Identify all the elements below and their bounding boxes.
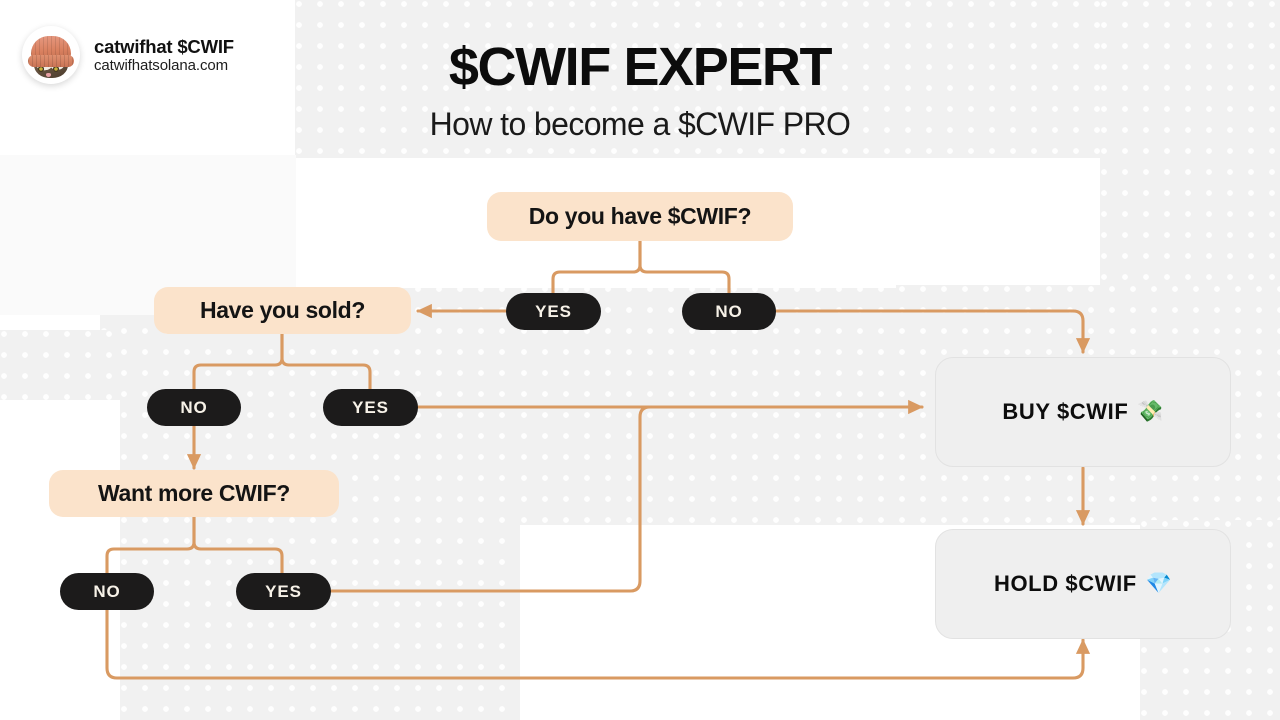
bg-texture-block xyxy=(1100,0,1280,330)
decision-label: Do you have $CWIF? xyxy=(528,203,752,229)
cat-with-beanie-avatar xyxy=(22,26,80,84)
badge-q2-no[interactable]: NO xyxy=(147,389,241,426)
decision-do-you-have-cwif[interactable]: Do you have $CWIF? xyxy=(487,192,793,241)
brand-text: catwifhat $CWIF catwifhatsolana.com xyxy=(94,36,234,75)
edge-q2-no xyxy=(192,332,284,391)
badge-label: NO xyxy=(93,581,121,601)
bg-texture-block xyxy=(295,0,1100,158)
badge-label: YES xyxy=(535,301,572,321)
outcome-label: HOLD $CWIF xyxy=(993,571,1137,596)
edge-q1-yes xyxy=(551,239,642,295)
edge-q2-yes xyxy=(280,332,372,391)
outcome-hold-cwif[interactable]: HOLD $CWIF 💎 xyxy=(935,529,1231,639)
beanie-brim xyxy=(28,55,74,67)
outcome-buy-cwif[interactable]: BUY $CWIF 💸 xyxy=(935,357,1231,467)
cat-eye-left xyxy=(38,66,44,72)
edge-q1-no xyxy=(638,239,731,295)
badge-q1-yes[interactable]: YES xyxy=(506,293,601,330)
brand-name: catwifhat $CWIF xyxy=(94,35,234,57)
badge-q3-yes[interactable]: YES xyxy=(236,573,331,610)
edge-q3-yes xyxy=(192,515,284,575)
badge-label: YES xyxy=(352,397,389,417)
page-title: $CWIF EXPERT xyxy=(448,37,833,97)
badge-label: NO xyxy=(180,397,208,417)
edge-want-more-no-to-hold xyxy=(105,607,1091,680)
decision-label: Want more CWIF? xyxy=(98,480,290,506)
brand-url[interactable]: catwifhatsolana.com xyxy=(94,57,229,75)
badge-label: YES xyxy=(265,581,302,601)
bg-texture-block xyxy=(0,330,130,405)
badge-q1-no[interactable]: NO xyxy=(682,293,776,330)
badge-q3-no[interactable]: NO xyxy=(60,573,154,610)
decision-have-you-sold[interactable]: Have you sold? xyxy=(154,287,411,334)
cat-nose xyxy=(45,73,51,77)
brand-lockup: catwifhat $CWIF catwifhatsolana.com xyxy=(22,26,234,84)
gem-stone-emoji: 💎 xyxy=(1145,572,1173,595)
badge-q2-yes[interactable]: YES xyxy=(323,389,418,426)
cat-eye-right xyxy=(53,66,59,72)
decision-want-more-cwif[interactable]: Want more CWIF? xyxy=(49,470,339,517)
bg-white-block xyxy=(0,400,120,720)
badge-label: NO xyxy=(715,301,743,321)
outcome-label: BUY $CWIF xyxy=(1002,399,1129,424)
money-with-wings-emoji: 💸 xyxy=(1137,400,1164,423)
edge-no-to-buy xyxy=(774,309,1091,354)
decision-label: Have you sold? xyxy=(199,297,366,323)
page-subtitle: How to become a $CWIF PRO xyxy=(429,106,851,142)
edge-want-more-yes-to-buy xyxy=(328,405,652,593)
edge-q3-no xyxy=(105,515,196,575)
